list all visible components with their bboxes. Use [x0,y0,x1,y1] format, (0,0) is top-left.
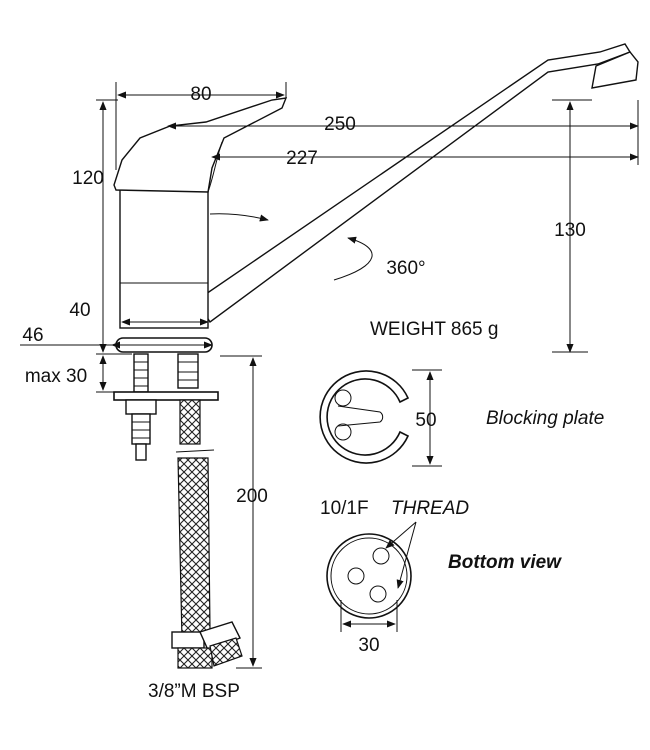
dimension-80-label: 80 [190,84,211,105]
dimension-max30: max 30 [25,353,132,393]
hose-fitting-label: 3/8”M BSP [148,681,240,702]
mounting-hardware [113,353,219,461]
hose-fitting [171,621,243,669]
dimension-130: 130 [552,99,592,353]
faucet-cylinder [119,187,209,329]
blocking-plate-label: Blocking plate [486,408,604,429]
weight-label: WEIGHT 865 g [370,319,498,340]
dimension-46: 46 [20,325,213,349]
faucet-spout [195,43,639,324]
rotation-label: 360° [386,258,425,279]
dimension-200: 200 [220,355,268,669]
dimension-250: 250 [167,100,639,165]
dimension-120-label: 120 [72,168,104,189]
dimension-max30-label: max 30 [25,366,87,387]
faucet-handle [113,97,288,193]
dimension-130-label: 130 [554,220,586,241]
dimension-80: 80 [115,82,287,170]
dimension-227-label: 227 [286,148,318,169]
dimension-50-label: 50 [415,410,436,431]
dimension-250-label: 250 [324,114,356,135]
dimension-40: 40 [69,300,209,326]
dimension-200-label: 200 [236,486,268,507]
dimension-30-label: 30 [358,635,379,656]
dimension-40-label: 40 [69,300,90,321]
blocking-plate: 50 [319,369,442,467]
dimension-120: 120 [72,99,118,353]
rotation-indicator: 360° [209,213,426,281]
bottom-view: 30 [326,521,417,656]
dimension-46-label: 46 [22,325,43,346]
thread-label: 10/1F THREAD [320,498,469,519]
flexible-hose [175,399,215,641]
bottom-view-label: Bottom view [448,552,562,573]
